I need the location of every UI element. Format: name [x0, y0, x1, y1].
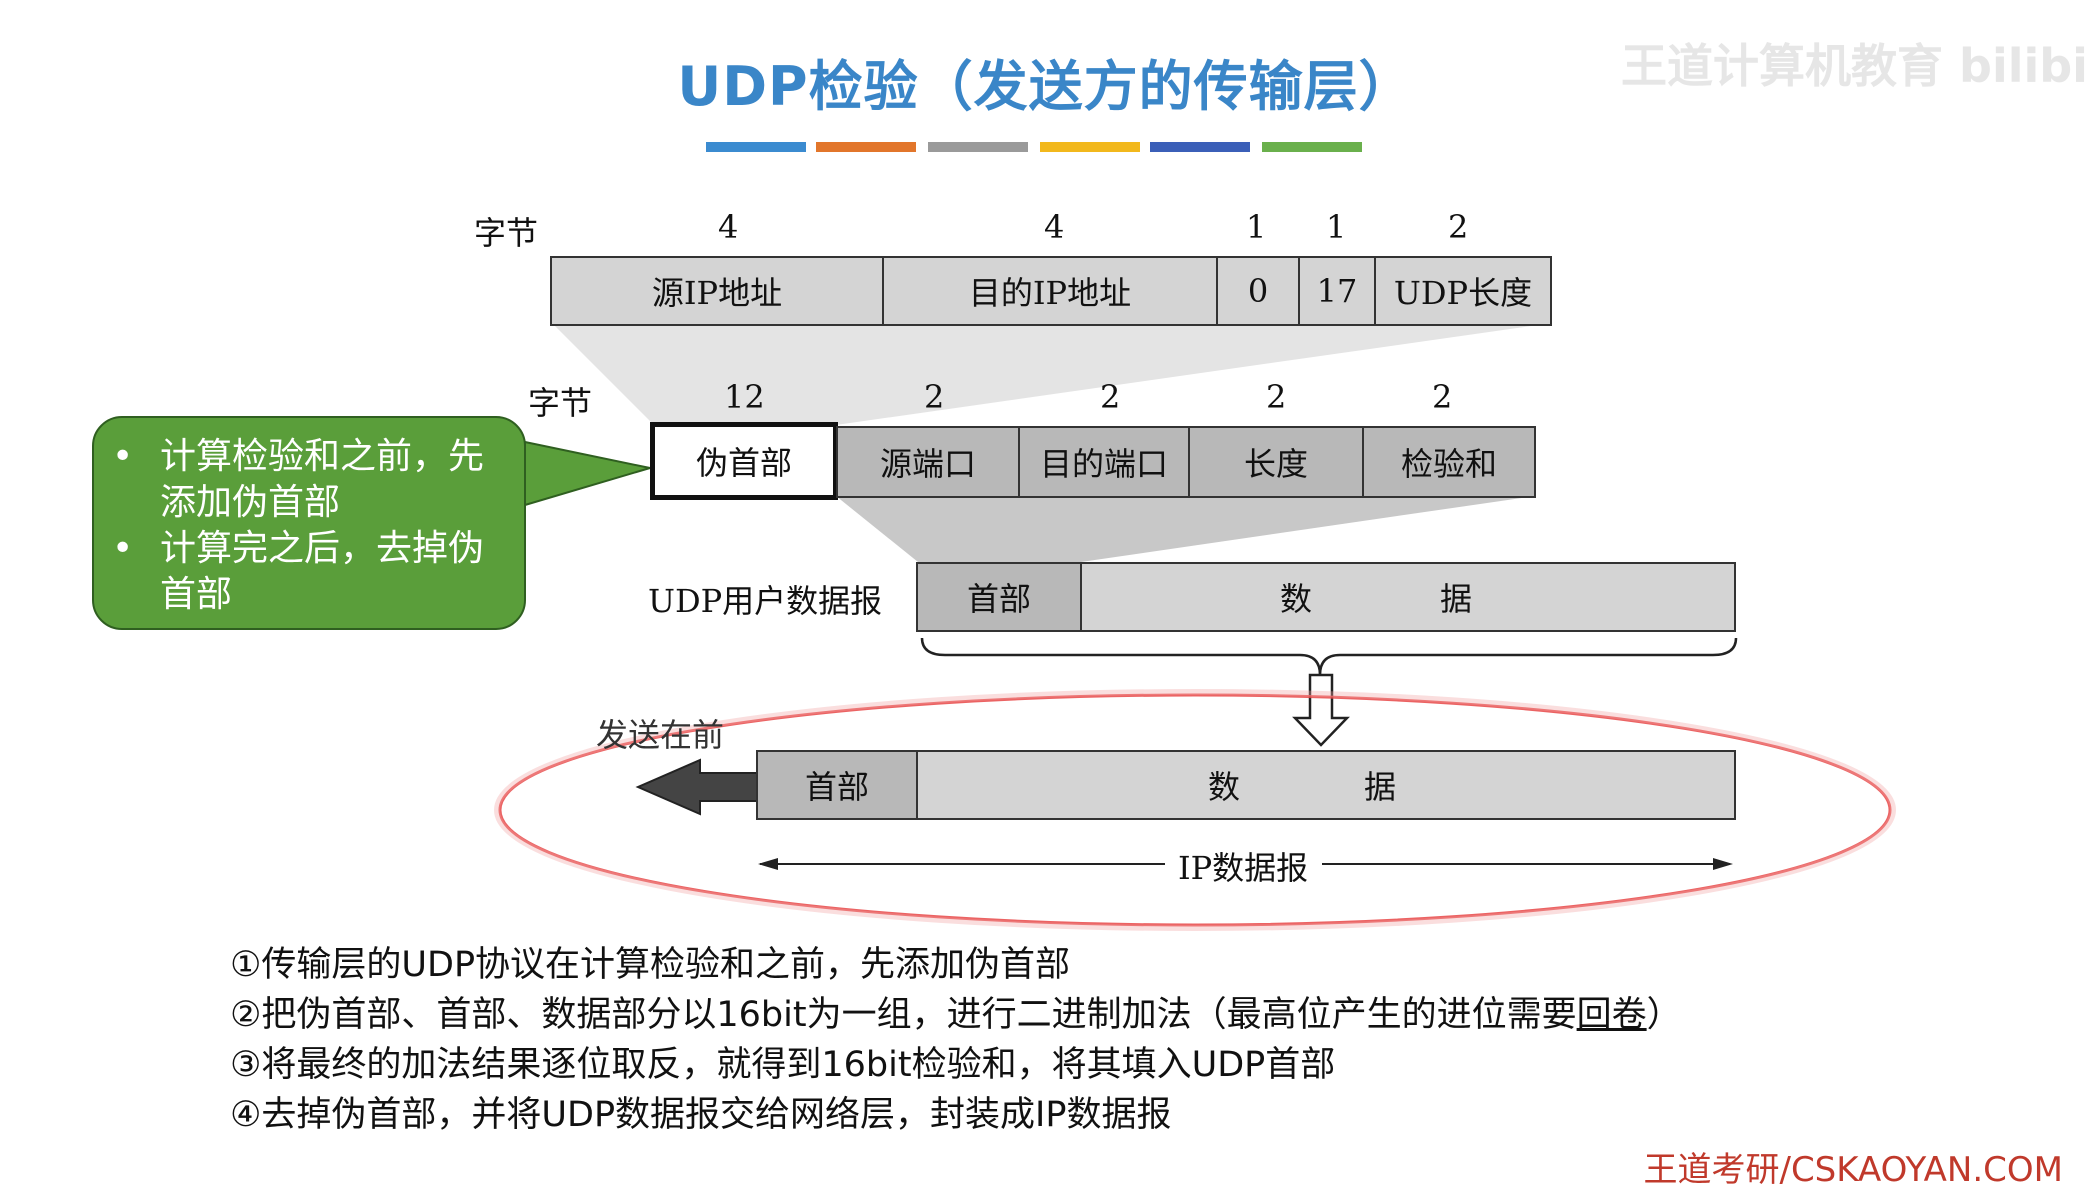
send-first-annotation: 发送在前: [596, 716, 725, 754]
send-first-arrow: [635, 758, 758, 816]
size-label: 2: [1100, 378, 1121, 416]
ip-datagram-header: 首部: [756, 750, 918, 820]
callout-item-text: 计算完之后，去掉伪首部: [160, 528, 485, 615]
udp-data-char-2: 据: [1440, 580, 1473, 618]
step-2-close: ）: [1646, 995, 1682, 1035]
step-2: ②把伪首部、首部、数据部分以16bit为一组，进行二进制加法（最高位产生的进位需…: [230, 990, 1682, 1040]
size-label: 2: [924, 378, 945, 416]
step-1: ①传输层的UDP协议在计算检验和之前，先添加伪首部: [230, 945, 1071, 985]
highlight-ellipse-glow: [494, 689, 1896, 931]
bullet-icon: •: [112, 436, 134, 477]
byte-label-udp: 字节: [528, 384, 593, 422]
ip-data-char-1: 数: [1208, 768, 1241, 806]
callout-pointer: [524, 440, 651, 507]
highlight-ellipse: [498, 693, 1892, 927]
udp-datagram-label: UDP用户数据报: [648, 582, 883, 620]
ip-data-char-2: 据: [1364, 768, 1397, 806]
ip-span-arrowhead-left: [758, 858, 778, 870]
step-2-text: ②把伪首部、首部、数据部分以16bit为一组，进行二进制加法（最高位产生的进位需…: [230, 995, 1577, 1035]
bullet-icon: •: [112, 528, 134, 569]
pseudo-header-projection: [552, 323, 1552, 425]
udp-field-src-port: 源端口: [836, 426, 1020, 498]
accent-bar-5: [1150, 142, 1250, 152]
callout-item-text: 计算检验和之前，先添加伪首部: [160, 436, 485, 523]
pseudo-field-zero: 0: [1216, 256, 1300, 326]
step-4: ④去掉伪首部，并将UDP数据报交给网络层，封装成IP数据报: [230, 1095, 1172, 1135]
udp-field-dst-port: 目的端口: [1018, 426, 1190, 498]
size-label: 1: [1326, 208, 1347, 246]
udp-field-pseudo-header: 伪首部: [650, 422, 838, 500]
udp-header-projection: [836, 496, 1535, 562]
udp-datagram-header: 首部: [916, 562, 1082, 632]
size-label: 2: [1266, 378, 1287, 416]
udp-data-char-1: 数: [1280, 580, 1313, 618]
page-title: UDP检验（发送方的传输层）: [677, 55, 1414, 118]
callout-box: • 计算检验和之前，先添加伪首部 • 计算完之后，去掉伪首部: [92, 416, 526, 630]
accent-bar-2: [816, 142, 916, 152]
pseudo-field-protocol: 17: [1298, 256, 1376, 326]
accent-bar-3: [928, 142, 1028, 152]
accent-bar-1: [706, 142, 806, 152]
size-label: 2: [1432, 378, 1453, 416]
size-label: 4: [718, 208, 739, 246]
size-label: 2: [1448, 208, 1469, 246]
callout-list: • 计算检验和之前，先添加伪首部 • 计算完之后，去掉伪首部: [112, 434, 506, 618]
size-label: 1: [1246, 208, 1267, 246]
byte-label-top: 字节: [474, 214, 539, 252]
ip-datagram-data: 数 据: [916, 750, 1736, 820]
callout-item: • 计算完之后，去掉伪首部: [112, 526, 506, 618]
udp-field-length: 长度: [1188, 426, 1364, 498]
down-arrow: [1292, 673, 1350, 747]
footer-brand: 王道考研/CSKAOYAN.COM: [1643, 1150, 2063, 1190]
ip-datagram-label: IP数据报: [1172, 843, 1315, 889]
pseudo-field-udp-length: UDP长度: [1374, 256, 1552, 326]
pseudo-field-src-ip: 源IP地址: [550, 256, 884, 326]
brace: [920, 637, 1738, 676]
callout-item: • 计算检验和之前，先添加伪首部: [112, 434, 506, 526]
size-label: 4: [1044, 208, 1065, 246]
watermark: 王道计算机教育 bilibili: [1621, 39, 2091, 93]
pseudo-field-dst-ip: 目的IP地址: [882, 256, 1218, 326]
udp-field-checksum: 检验和: [1362, 426, 1536, 498]
step-2-underlined: 回卷: [1576, 995, 1647, 1035]
accent-bar-6: [1262, 142, 1362, 152]
step-3: ③将最终的加法结果逐位取反，就得到16bit检验和，将其填入UDP首部: [230, 1045, 1336, 1085]
accent-bar-4: [1040, 142, 1140, 152]
steps-list: ①传输层的UDP协议在计算检验和之前，先添加伪首部 ②把伪首部、首部、数据部分以…: [230, 940, 1682, 1140]
udp-datagram-data: 数 据: [1080, 562, 1736, 632]
size-label: 12: [724, 378, 765, 416]
ip-span-arrowhead-right: [1713, 858, 1733, 870]
